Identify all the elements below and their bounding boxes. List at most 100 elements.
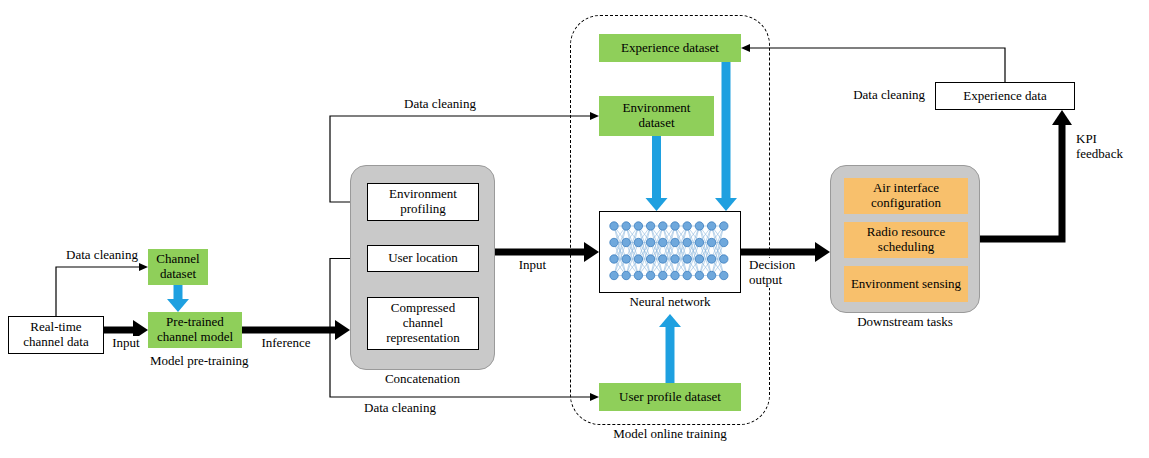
node-label: Environment dataset [604, 101, 709, 131]
node-label: Experience dataset [621, 41, 719, 56]
feature-box: Compressed channel representation [367, 297, 479, 350]
edge-label: Inference [259, 336, 312, 351]
node-label: Environment profiling [373, 187, 473, 217]
group-heading: Concatenation [331, 372, 514, 387]
network-link [638, 226, 650, 276]
network-link [663, 226, 675, 276]
network-link [687, 226, 699, 276]
dataset-box: Environment dataset [599, 96, 714, 136]
network-neuron [622, 238, 630, 246]
network-neuron [671, 271, 679, 279]
task-box: Air interface configuration [844, 178, 968, 214]
network-neuron [671, 222, 679, 230]
node-label: Pre-trained channel model [153, 315, 237, 345]
network-graphic [610, 222, 728, 280]
node-label: Channel dataset [153, 252, 203, 282]
network-neuron [695, 271, 703, 279]
network-neuron [707, 271, 715, 279]
node-label: User location [388, 251, 458, 266]
network-neuron [720, 238, 728, 246]
network-link [687, 226, 699, 276]
source-box: Real-time channel data [8, 316, 104, 354]
feedback-box: Experience data [935, 82, 1075, 110]
network-link [712, 226, 724, 276]
network-neuron [646, 255, 654, 263]
network-neuron [634, 271, 642, 279]
network-link [675, 226, 687, 276]
edge-label: Input [517, 258, 548, 273]
edge-label: KPI feedback [1074, 132, 1142, 162]
network-link [663, 226, 675, 276]
training-region: Model online trainingExperience datasetE… [570, 15, 770, 425]
node-label: User profile dataset [619, 390, 721, 405]
cleaning-line [750, 48, 1005, 82]
network-neuron [622, 255, 630, 263]
network-neuron [695, 238, 703, 246]
network-neuron [610, 255, 618, 263]
network-neuron [671, 238, 679, 246]
network-neuron [634, 222, 642, 230]
edge-label: Data cleaning [64, 248, 140, 263]
data-flow-arrow [666, 327, 675, 383]
edge-label: Decision output [747, 258, 803, 288]
network-link [699, 226, 711, 276]
network-neuron [646, 271, 654, 279]
network-link [626, 226, 638, 276]
data-flow-arrow [174, 285, 183, 299]
network-neuron [659, 238, 667, 246]
network-neuron [707, 222, 715, 230]
network-neuron [683, 222, 691, 230]
data-flow-arrow [722, 62, 731, 198]
network-neuron [659, 271, 667, 279]
edge-label: Data cleaning [851, 88, 927, 103]
stage-caption: Model pre-training [150, 354, 249, 369]
group-panel: Downstream tasksAir interface configurat… [830, 165, 980, 313]
connector-group [56, 48, 1062, 397]
model-box: Pre-trained channel model [148, 312, 242, 348]
feature-box: User location [367, 245, 479, 272]
network-neuron [695, 222, 703, 230]
feature-box: Environment profiling [367, 183, 479, 221]
network-neuron [610, 271, 618, 279]
dataset-box: User profile dataset [599, 383, 741, 411]
node-label: Radio resource scheduling [849, 225, 963, 255]
network-link [712, 226, 724, 276]
illustration-ground [598, 210, 740, 292]
data-flow-arrow [652, 136, 661, 198]
main-flow-arrow [741, 249, 815, 256]
group-heading: Neural network [580, 295, 760, 310]
network-link [614, 226, 626, 276]
network-neuron [659, 222, 667, 230]
network-box: Neural network [599, 211, 741, 293]
network-neuron [610, 238, 618, 246]
network-neuron [683, 271, 691, 279]
main-flow-arrow [980, 125, 1062, 239]
node-label: Air interface configuration [849, 181, 963, 211]
network-neuron [707, 255, 715, 263]
edge-label: Data cleaning [402, 97, 478, 112]
edge-label: Input [110, 336, 141, 351]
network-neuron [683, 255, 691, 263]
group-heading: Model online training [551, 427, 789, 442]
network-neuron [622, 222, 630, 230]
dataset-box: Experience dataset [599, 34, 741, 62]
network-link [651, 226, 663, 276]
network-neuron [707, 238, 715, 246]
network-link [675, 226, 687, 276]
edge-label: Data cleaning [362, 401, 438, 416]
network-link [638, 226, 650, 276]
network-neuron [720, 255, 728, 263]
network-neuron [634, 255, 642, 263]
network-neuron [622, 271, 630, 279]
network-neuron [610, 222, 618, 230]
group-panel: ConcatenationEnvironment profilingUser l… [350, 165, 495, 370]
network-link [651, 226, 663, 276]
network-neuron [720, 271, 728, 279]
main-flow-arrow [242, 327, 335, 334]
node-label: Environment sensing [851, 277, 961, 292]
task-box: Environment sensing [844, 266, 968, 302]
network-neuron [646, 238, 654, 246]
network-neuron [671, 255, 679, 263]
